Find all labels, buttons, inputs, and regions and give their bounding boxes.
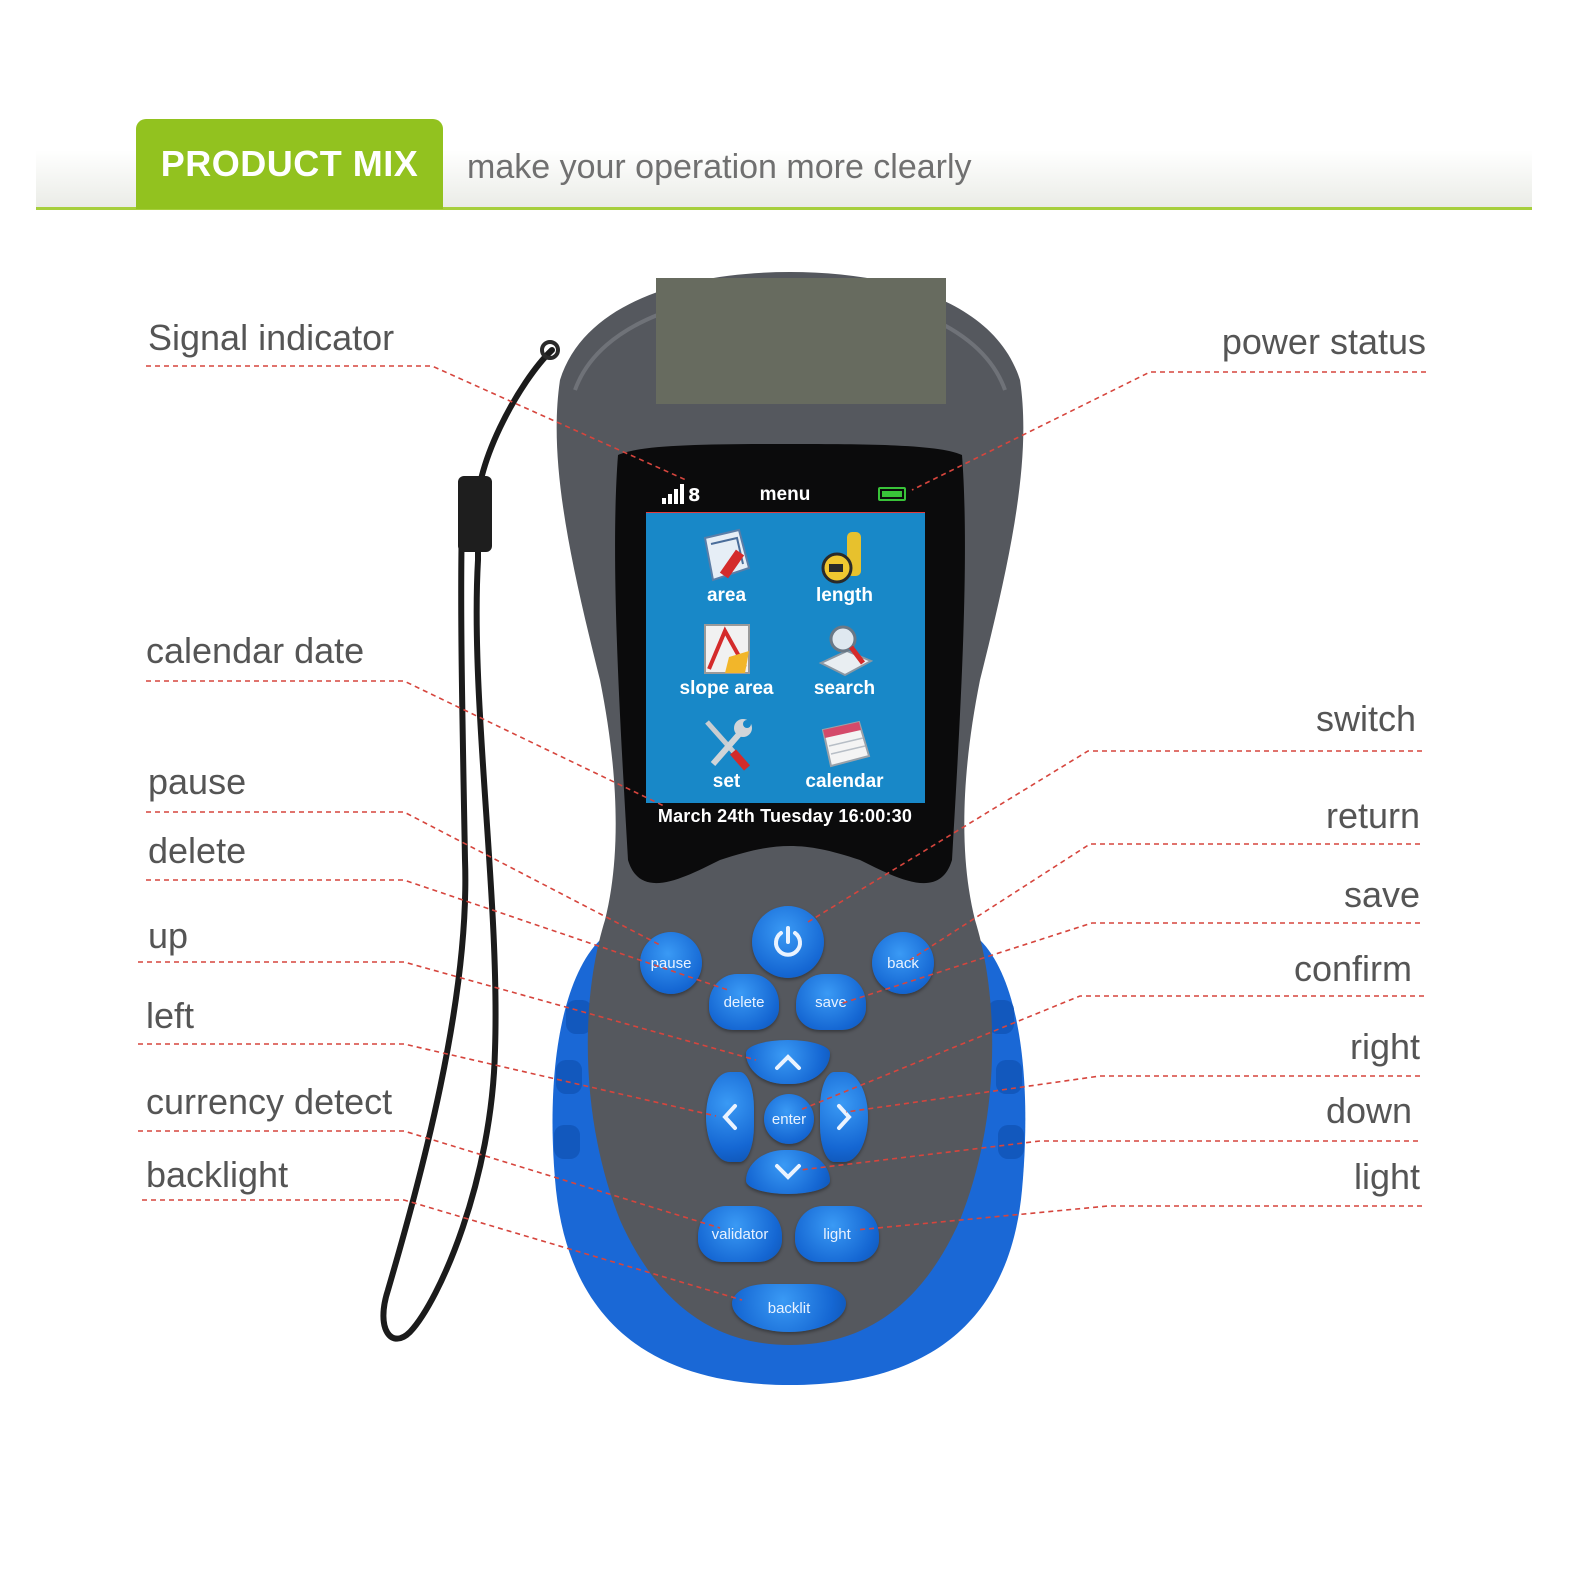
callout-return: return (1325, 795, 1420, 836)
callout-up: up (148, 915, 189, 956)
power-button[interactable] (752, 906, 824, 978)
light-button[interactable]: light (795, 1206, 879, 1262)
callout-power-status: power status (1221, 321, 1426, 362)
callout-save: save (1343, 874, 1420, 915)
signal-count: 8 (688, 485, 701, 506)
length-icon (821, 532, 861, 584)
chevron-right-icon (837, 1104, 852, 1130)
menu-label-set: set (712, 771, 741, 792)
callout-left: left (146, 995, 195, 1036)
menu-label-slope-area: slope area (679, 678, 774, 699)
callout-pause: pause (148, 761, 247, 802)
validator-button-label: validator (711, 1225, 769, 1243)
signal-bars-icon (662, 484, 684, 504)
chevron-down-icon (775, 1164, 801, 1180)
callout-confirm: confirm (1293, 948, 1412, 989)
menu-item-set[interactable]: set (657, 708, 796, 804)
up-button[interactable] (746, 1040, 830, 1084)
backlit-button[interactable]: backlit (732, 1284, 846, 1332)
menu-label-length: length (816, 585, 873, 606)
save-button[interactable]: save (796, 974, 866, 1030)
delete-button[interactable]: delete (709, 974, 779, 1030)
redaction-block (656, 278, 946, 404)
down-button[interactable] (746, 1150, 830, 1194)
screen-menu (646, 513, 925, 803)
right-button[interactable] (820, 1072, 868, 1162)
screen-status-bar: 8 menu (640, 478, 930, 514)
callout-currency-detect: currency detect (146, 1081, 393, 1122)
backlit-button-label: backlit (767, 1299, 811, 1317)
light-button-label: light (823, 1225, 851, 1243)
callout-signal-indicator: Signal indicator (148, 317, 395, 358)
header-rule (36, 207, 1532, 210)
power-icon (774, 926, 802, 957)
area-icon (703, 528, 751, 582)
chevron-left-icon (722, 1104, 737, 1130)
pause-button-label: pause (650, 954, 692, 972)
left-button[interactable] (706, 1072, 754, 1162)
calendar-date-readout: March 24th Tuesday 16:00:30 (657, 806, 913, 826)
callout-switch: switch (1315, 698, 1416, 739)
callout-right: right (1349, 1026, 1420, 1067)
menu-label-calendar: calendar (805, 771, 884, 792)
header-subtitle: make your operation more clearly (467, 148, 972, 186)
menu-item-length[interactable]: length (775, 522, 914, 618)
screen-title: menu (759, 484, 811, 505)
callout-calendar-date: calendar date (146, 630, 365, 671)
save-button-label: save (815, 993, 847, 1011)
menu-label-search: search (813, 678, 876, 699)
menu-item-slope-area[interactable]: slope area (657, 615, 796, 711)
callout-down: down (1325, 1090, 1412, 1131)
callout-delete: delete (148, 830, 247, 871)
callout-light: light (1353, 1156, 1420, 1197)
menu-item-calendar[interactable]: calendar (775, 708, 914, 804)
validator-button[interactable]: validator (698, 1206, 782, 1262)
callout-backlight: backlight (146, 1154, 289, 1195)
wrench-screwdriver-icon (705, 719, 752, 771)
menu-item-area[interactable]: area (657, 522, 796, 618)
menu-label-area: area (706, 585, 747, 606)
menu-item-search[interactable]: search (775, 615, 914, 711)
search-icon (818, 625, 873, 677)
battery-icon (878, 487, 906, 501)
product-mix-badge: PRODUCT MIX (136, 119, 443, 209)
calendar-icon (821, 720, 871, 768)
signal-indicator: 8 (662, 484, 701, 506)
enter-button-label: enter (771, 1110, 807, 1128)
enter-button[interactable]: enter (764, 1094, 814, 1144)
chevron-up-icon (775, 1054, 801, 1070)
delete-button-label: delete (723, 993, 765, 1011)
slope-area-icon (704, 624, 750, 674)
